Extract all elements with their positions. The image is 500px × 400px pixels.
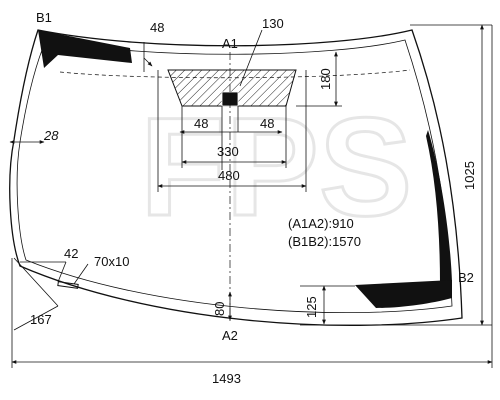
dim-1493-label: 1493	[212, 371, 241, 386]
dim-48-top-arrow	[143, 57, 153, 67]
frit-bottom-right	[355, 280, 452, 308]
dim-167-leader2	[13, 305, 59, 331]
dim-48-top-label: 48	[150, 20, 164, 35]
dim-70x10-label: 70x10	[94, 254, 129, 269]
dim-28-label: 28	[43, 128, 59, 143]
watermark-logo: FPS	[139, 87, 414, 247]
label-a1: A1	[222, 36, 238, 51]
dim-80-label: 80	[212, 302, 227, 316]
label-b2: B2	[458, 270, 474, 285]
spec-a1a2: (A1A2):910	[288, 216, 354, 231]
dim-1025-label: 1025	[462, 161, 477, 190]
label-b1: B1	[36, 10, 52, 25]
dim-70x10-leader	[73, 263, 89, 285]
glass-outline	[9, 29, 463, 327]
spec-b1b2: (B1B2):1570	[288, 234, 361, 249]
dim-130-label: 130	[262, 16, 284, 31]
glass-inner-outline	[16, 39, 453, 314]
dim-125-label: 125	[304, 296, 319, 318]
sensor-black-square	[222, 92, 238, 106]
dim-167-label: 167	[30, 312, 52, 327]
dim-42-label: 42	[64, 246, 78, 261]
frit-top-left	[38, 30, 132, 68]
dim-167-leader	[13, 257, 59, 307]
frit-right-edge	[426, 130, 452, 284]
dim-480-label: 480	[218, 168, 240, 183]
dim-42-leader	[57, 261, 67, 283]
dim-130-leader	[239, 29, 263, 87]
top-dashed-line	[59, 69, 411, 79]
dim-48-left-label: 48	[194, 116, 208, 131]
svg-text:FPS: FPS	[140, 88, 412, 245]
label-a2: A2	[222, 328, 238, 343]
dim-48-right-label: 48	[260, 116, 274, 131]
dim-330-label: 330	[217, 144, 239, 159]
vin-window-rect	[57, 281, 79, 289]
dim-180-label: 180	[318, 68, 333, 90]
